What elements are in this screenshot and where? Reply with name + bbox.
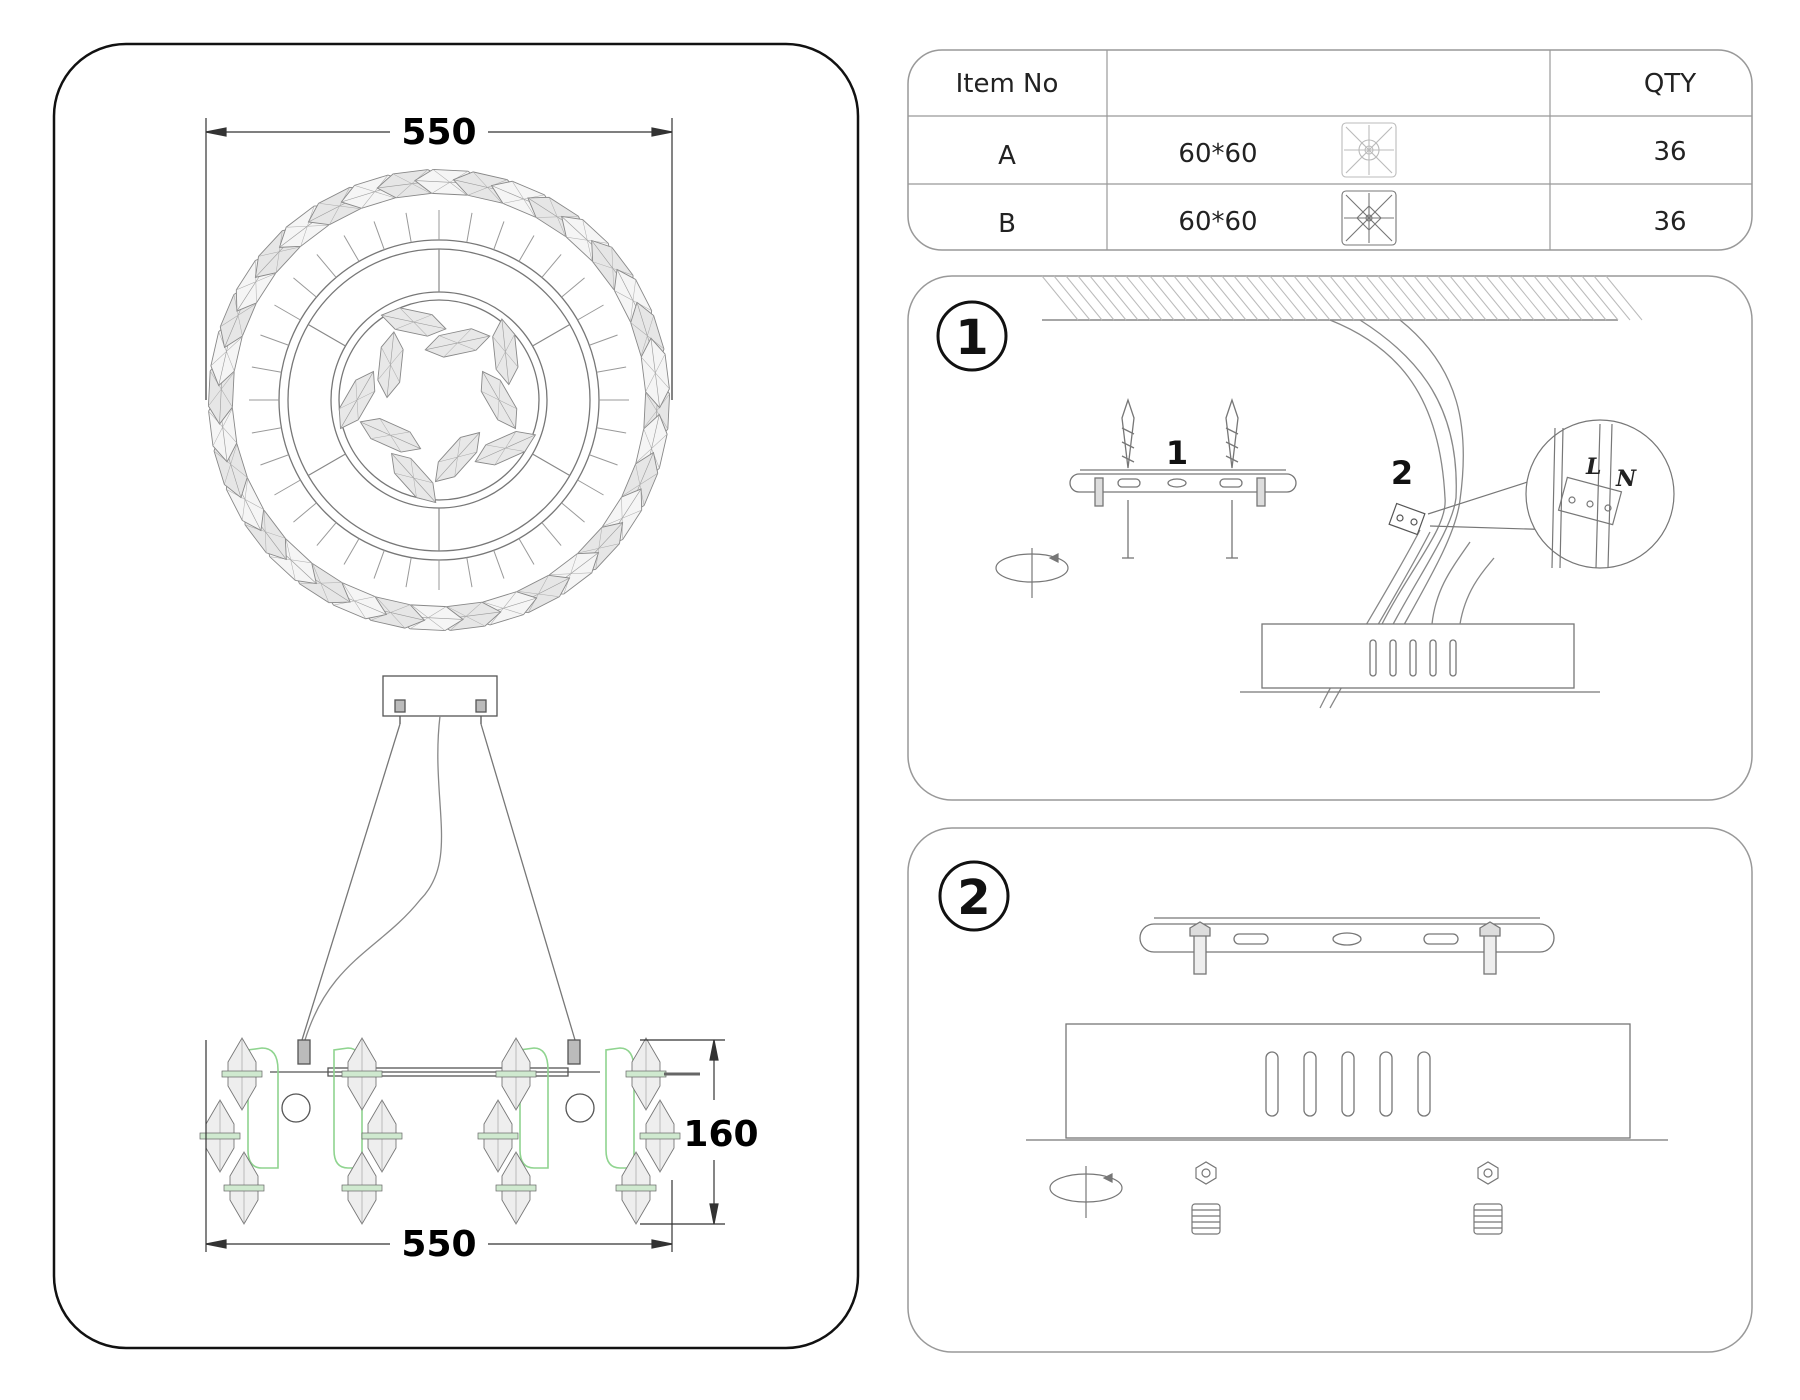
crystal-icon bbox=[361, 1099, 403, 1173]
crystal-icon bbox=[639, 1099, 681, 1173]
frame-spokes bbox=[249, 210, 629, 590]
crystal-icon bbox=[341, 1037, 383, 1111]
step-number-badge bbox=[938, 860, 1010, 932]
mounting-bracket bbox=[1069, 397, 1297, 559]
row-item: A bbox=[998, 141, 1016, 171]
height-label: 160 bbox=[683, 1114, 758, 1155]
outer-crystals bbox=[207, 168, 671, 632]
bottom-width-label: 550 bbox=[401, 1224, 476, 1265]
crystal-icon bbox=[338, 370, 376, 430]
top-width-dimension bbox=[205, 118, 673, 400]
row-size: 60*60 bbox=[1178, 207, 1257, 237]
parts-table-panel: Item No QTY A 60*60 36 B 60*60 36 bbox=[900, 40, 1760, 260]
terminal-neutral: N bbox=[1615, 466, 1637, 492]
crystal-icon bbox=[377, 331, 404, 399]
side-crystals bbox=[199, 1037, 700, 1225]
step-2-panel: 2 bbox=[900, 820, 1760, 1360]
crystal-icon bbox=[495, 1151, 537, 1225]
ceiling bbox=[1041, 275, 1643, 321]
cap-nut-right bbox=[1473, 1161, 1503, 1235]
mounting-bracket bbox=[1139, 917, 1555, 975]
crystal-icon bbox=[474, 430, 537, 466]
crystal-icon bbox=[391, 452, 437, 504]
crystal-icon bbox=[495, 1037, 537, 1111]
fixture-drawing: 550 bbox=[52, 42, 860, 1350]
suspension-cable-right bbox=[480, 723, 576, 1041]
header-qty: QTY bbox=[1644, 69, 1696, 99]
inner-crystals bbox=[338, 307, 537, 504]
crystal-icon bbox=[492, 318, 519, 386]
crystal-icon bbox=[359, 418, 422, 453]
row-size: 60*60 bbox=[1178, 139, 1257, 169]
top-width-label: 550 bbox=[401, 112, 476, 153]
terminal-connector bbox=[1388, 502, 1426, 536]
rotate-icon bbox=[995, 548, 1069, 598]
wiring-detail-zoom bbox=[1427, 419, 1675, 569]
fixture-frame bbox=[52, 42, 860, 1350]
crystal-icon bbox=[477, 1099, 519, 1173]
parts-table: Item No QTY A 60*60 36 B 60*60 36 bbox=[907, 49, 1753, 251]
power-cord bbox=[304, 715, 443, 1041]
crystal-icon bbox=[480, 370, 518, 430]
crystal-icon bbox=[221, 1037, 263, 1111]
cap-nut-left bbox=[1191, 1161, 1221, 1235]
rotate-icon bbox=[1049, 1166, 1123, 1218]
crystal-icon bbox=[625, 1037, 667, 1111]
step-number: 1 bbox=[955, 310, 988, 366]
crystal-icon bbox=[434, 431, 481, 483]
terminal-live: L bbox=[1585, 454, 1601, 480]
canopy-box bbox=[1026, 1023, 1668, 1141]
fixture-drawing-panel: 550 bbox=[0, 0, 880, 1400]
suspension-cable-left bbox=[301, 723, 401, 1041]
crystal-icon bbox=[615, 1151, 657, 1225]
bottom-width-dimension bbox=[205, 1040, 673, 1252]
row-item: B bbox=[998, 209, 1016, 239]
row-qty: 36 bbox=[1653, 137, 1686, 167]
step-2-diagram: 2 bbox=[907, 827, 1753, 1353]
top-view-chandelier bbox=[207, 168, 671, 632]
crystal-icon bbox=[223, 1151, 265, 1225]
step-number: 2 bbox=[957, 870, 990, 926]
table-row: A 60*60 36 bbox=[998, 122, 1687, 178]
table-row: B 60*60 36 bbox=[998, 190, 1687, 246]
callout-connector: 2 bbox=[1391, 454, 1413, 492]
row-qty: 36 bbox=[1653, 207, 1686, 237]
canopy-box bbox=[1240, 623, 1600, 693]
step-1-panel: 1 1 2 bbox=[900, 268, 1760, 808]
side-view-chandelier bbox=[199, 675, 700, 1225]
callout-bracket: 1 bbox=[1166, 434, 1188, 472]
header-item-no: Item No bbox=[956, 69, 1059, 99]
crystal-icon bbox=[640, 337, 670, 409]
crystal-icon bbox=[424, 328, 491, 358]
height-dimension bbox=[640, 1039, 725, 1225]
step-1-diagram: 1 1 2 bbox=[907, 275, 1753, 801]
fixture-wires bbox=[1431, 541, 1495, 625]
crystal-icon bbox=[341, 1151, 383, 1225]
crystal-a-icon bbox=[1341, 122, 1397, 178]
step-number-badge bbox=[936, 300, 1008, 372]
crystal-icon bbox=[380, 307, 447, 337]
crystal-b-icon bbox=[1341, 190, 1397, 246]
